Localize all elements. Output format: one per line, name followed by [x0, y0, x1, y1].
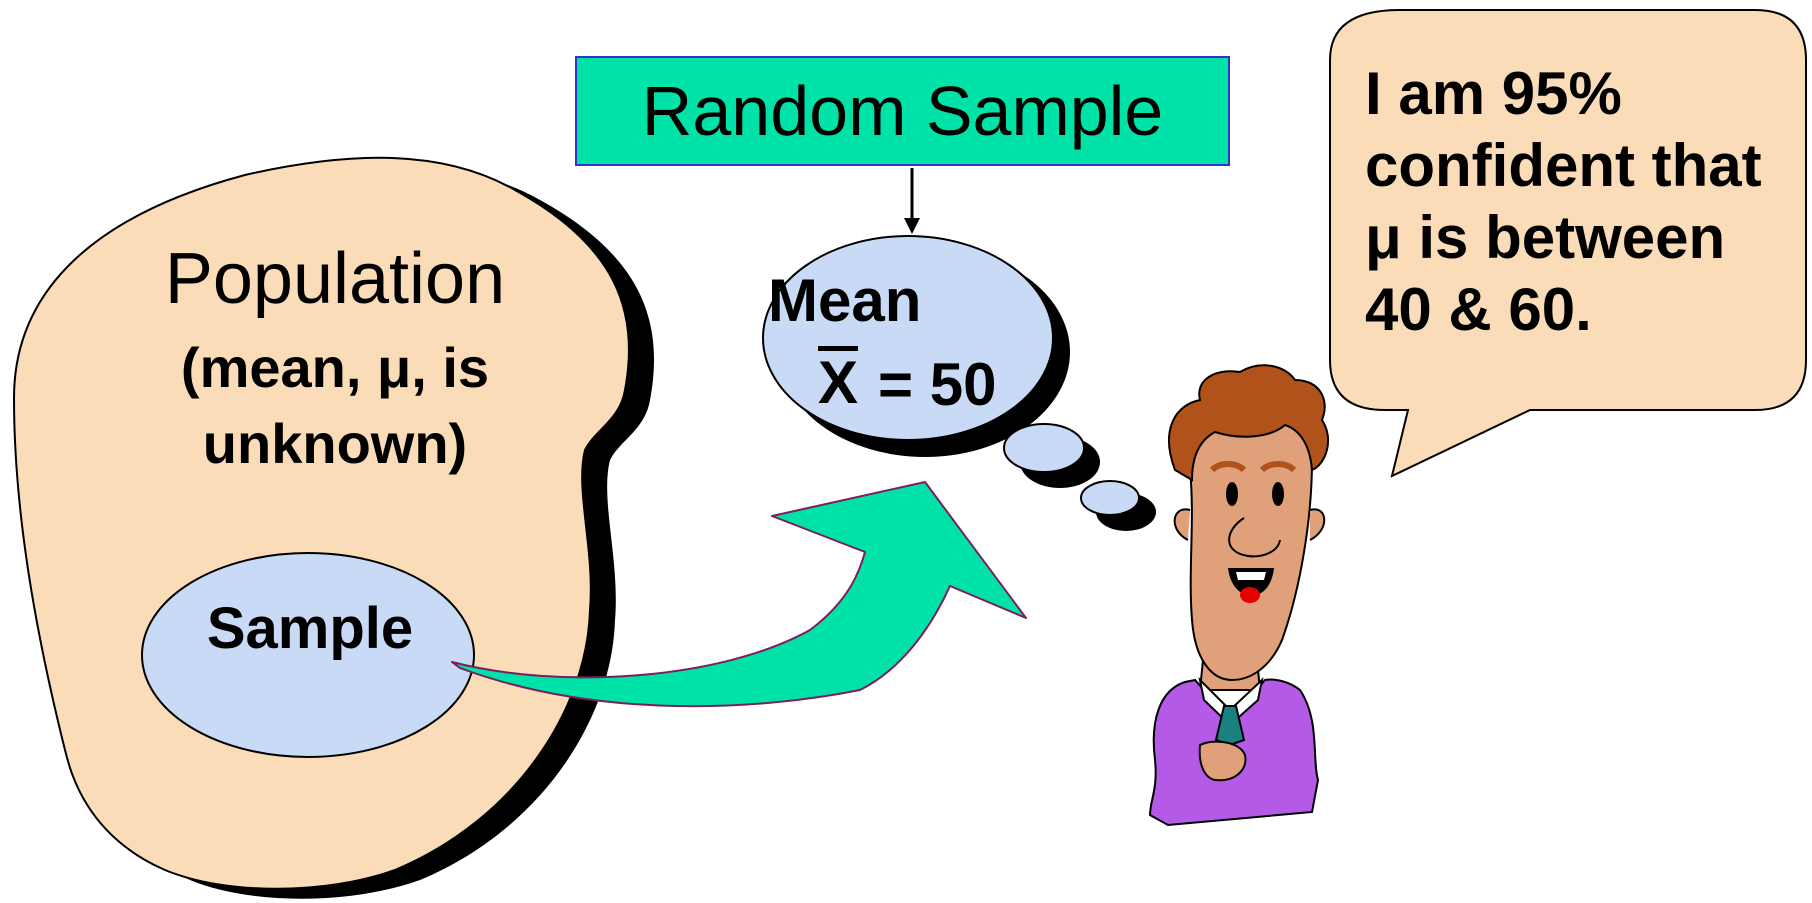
x-bar-letter: X	[818, 346, 859, 413]
thought-bubble-small	[1080, 480, 1140, 516]
mean-bubble	[762, 235, 1054, 441]
sample-label: Sample	[206, 596, 414, 661]
speech-bubble-text: I am 95% confident that μ is between 40 …	[1365, 60, 1762, 343]
random-sample-box: Random Sample	[575, 56, 1230, 166]
sample-to-mean-arrow	[451, 481, 1027, 708]
mean-value: = 50	[878, 351, 997, 418]
random-sample-label: Random Sample	[641, 72, 1164, 150]
thought-bubble-medium	[1003, 423, 1085, 473]
x-bar-symbol: X	[818, 346, 859, 417]
thinking-person-illustration	[1148, 364, 1330, 827]
speech-bubble	[1329, 9, 1807, 478]
sample-ellipse	[141, 552, 475, 758]
population-title: Population	[164, 239, 506, 319]
mean-label: Mean	[768, 267, 922, 334]
population-subtitle: (mean, μ, is unknown)	[180, 336, 490, 475]
title-connector-arrowhead	[904, 218, 920, 234]
